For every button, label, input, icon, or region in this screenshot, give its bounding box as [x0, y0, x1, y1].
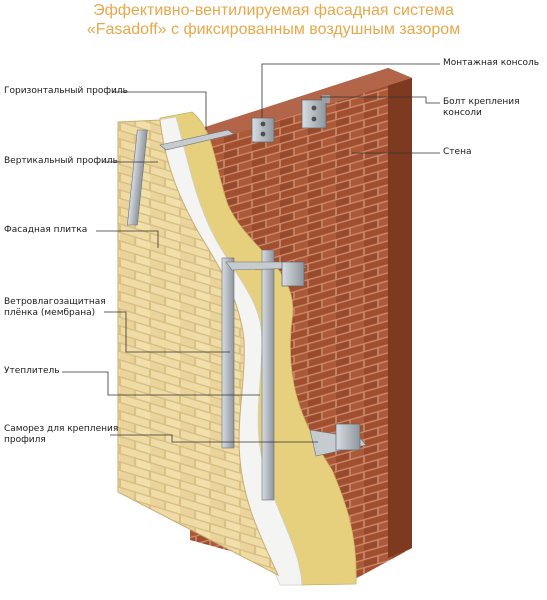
label-console-bolt-line-1: Болт крепления — [443, 97, 520, 107]
label-wall: Стена — [443, 147, 472, 157]
title-line-2: «Fasadoff» с фиксированным воздушным заз… — [86, 21, 461, 38]
label-horizontal-profile: Горизонтальный профиль — [4, 86, 128, 96]
label-vertical-profile: Вертикальный профиль — [4, 156, 118, 166]
label-screw-line-2: профиля — [4, 435, 46, 445]
title-line-1: Эффективно-вентилируемая фасадная систем… — [93, 2, 454, 19]
label-screw-line-1: Саморез для крепления — [4, 424, 119, 434]
label-console-bolt-line-2: консоли — [443, 108, 482, 118]
vertical-profiles — [127, 129, 275, 501]
label-facade-tile: Фасадная плитка — [4, 225, 88, 235]
label-insulation: Утеплитель — [4, 366, 60, 376]
mounting-brackets — [251, 95, 361, 451]
label-mounting-console: Монтажная консоль — [443, 58, 540, 68]
brick-wall-top — [190, 68, 412, 140]
brick-wall-side — [388, 68, 412, 558]
label-membrane-line-1: Ветровлагозащитная — [4, 297, 106, 307]
label-membrane-line-2: плёнка (мембрана) — [4, 308, 96, 318]
callout-lines — [62, 63, 440, 443]
